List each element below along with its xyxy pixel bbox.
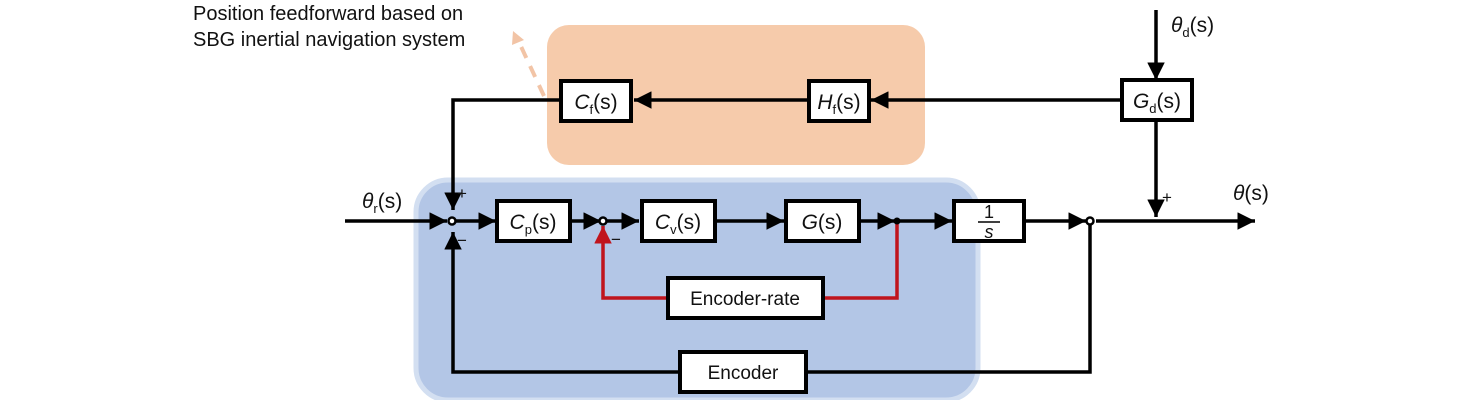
wire-cf-to-sum1 [444,98,561,210]
svg-text:s: s [985,222,994,242]
sign-output-plus: + [1162,188,1172,207]
block-integrator: 1 s [952,199,1026,243]
sign-sum1-plus: + [457,184,467,203]
svg-text:Cf(s): Cf(s) [574,91,617,117]
block-hf: Hf(s) [807,79,871,123]
svg-text:Gd(s): Gd(s) [1133,90,1181,116]
feedforward-region [547,25,925,165]
block-g: G(s) [784,199,861,243]
signal-theta-out: θ(s) [1233,182,1269,205]
svg-text:Cp(s): Cp(s) [510,211,557,237]
signal-theta-r: θr(s) [362,190,402,216]
svg-text:1: 1 [984,202,994,222]
svg-text:Hf(s): Hf(s) [817,91,860,117]
annotation-line-2: SBG inertial navigation system [193,29,465,51]
svg-text:G(s): G(s) [802,211,843,234]
svg-text:Cv(s): Cv(s) [655,211,701,237]
sum-junction-2 [598,216,608,226]
branch-node-position [1085,216,1095,226]
annotation-line-1: Position feedforward based on [193,3,463,25]
block-cf: Cf(s) [559,79,633,123]
block-gd: Gd(s) [1120,78,1194,122]
branch-node-rate [893,217,901,225]
block-encoder-rate: Encoder-rate [666,276,825,320]
svg-text:Encoder: Encoder [708,363,779,384]
annotation-pointer-head [512,31,524,45]
sum-junction-1 [447,216,457,226]
annotation-pointer [516,39,546,97]
sign-sum2-minus: − [611,230,621,249]
sign-sum1-minus: − [457,231,467,250]
block-cv: Cv(s) [640,199,717,243]
block-cp: Cp(s) [495,199,572,243]
svg-text:Encoder-rate: Encoder-rate [690,289,800,310]
block-encoder: Encoder [678,350,808,394]
signal-theta-d: θd(s) [1171,14,1214,40]
